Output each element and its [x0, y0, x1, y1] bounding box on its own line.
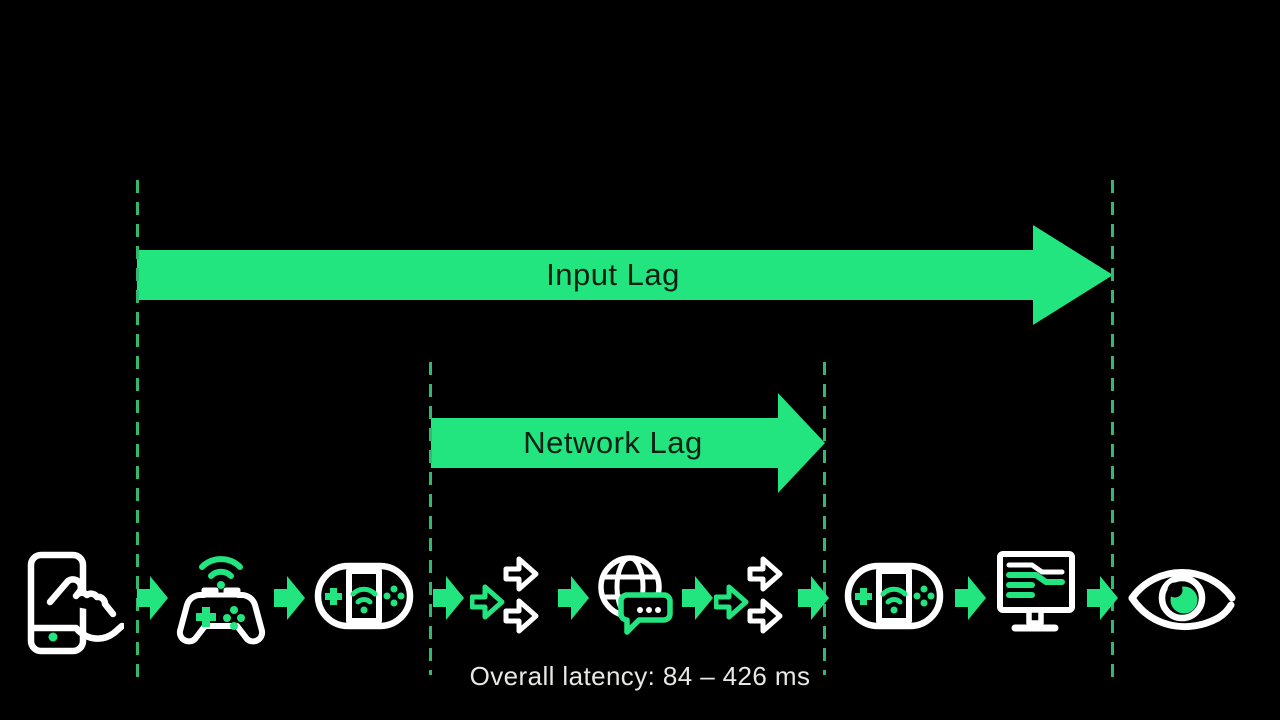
arrow-right-icon: [682, 575, 714, 626]
boundary-line-network-start: [429, 362, 432, 675]
handheld-console-wifi-icon: [314, 554, 414, 639]
arrow-right-icon: [798, 575, 830, 626]
handheld-console-wifi-icon: [844, 554, 944, 639]
overall-latency-value: 84 – 426 ms: [662, 661, 811, 691]
boundary-line-input-start: [136, 180, 139, 678]
input-lag-arrow-shape: [137, 225, 1113, 325]
arrow-right-icon: [955, 575, 987, 626]
network-split-arrows-icon: [470, 551, 545, 641]
game-controller-wifi-icon: [176, 546, 266, 651]
desktop-monitor-stream-icon: [996, 548, 1076, 643]
arrow-right-icon: [558, 575, 590, 626]
arrow-right-icon: [1087, 575, 1119, 626]
eye-icon: [1126, 556, 1238, 640]
network-lag-arrow: Network Lag: [431, 393, 825, 493]
input-lag-label: Input Lag: [546, 257, 680, 292]
network-lag-label: Network Lag: [523, 425, 703, 460]
input-lag-arrow: Input Lag: [137, 225, 1113, 325]
internet-globe-chat-icon: [596, 549, 676, 641]
overall-latency-label: Overall latency:: [469, 661, 656, 691]
boundary-line-input-end: [1111, 180, 1114, 678]
boundary-line-network-end: [823, 362, 826, 675]
arrow-right-icon: [433, 575, 465, 626]
phone-touch-icon: [24, 548, 124, 663]
overall-latency-text: Overall latency: 84 – 426 ms: [0, 661, 1280, 692]
arrow-right-icon: [274, 575, 306, 626]
network-lag-arrow-shape: [431, 393, 825, 493]
network-split-arrows-icon: [714, 551, 789, 641]
arrow-right-icon: [137, 575, 169, 626]
